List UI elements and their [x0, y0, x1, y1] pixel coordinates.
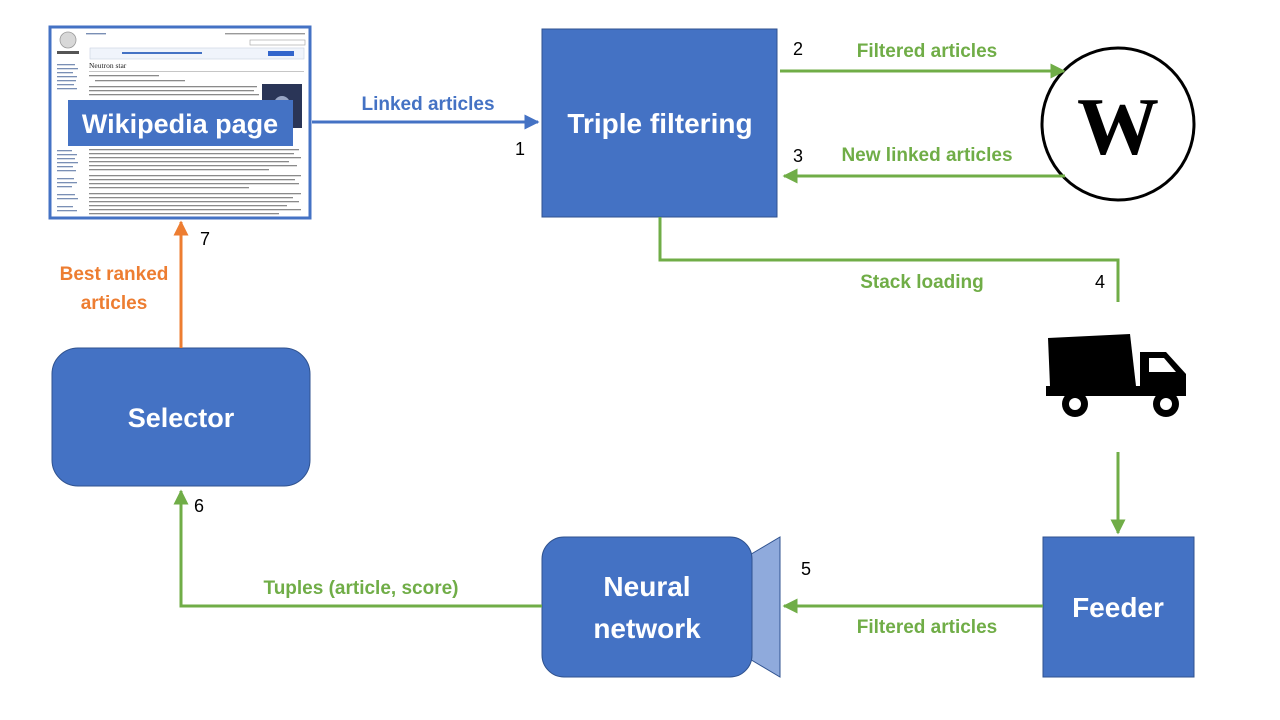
wikipedia-logo-icon: W: [1040, 46, 1196, 202]
triple-filtering-node: Triple filtering: [541, 28, 778, 218]
step-number-5: 5: [801, 559, 811, 579]
neural-network-label-line2: network: [593, 613, 701, 644]
linked-articles-label: Linked articles: [361, 94, 494, 115]
step-number-1: 1: [515, 139, 525, 159]
best-ranked-label-line1: Best ranked: [60, 264, 169, 285]
selector-label: Selector: [128, 403, 235, 433]
wikipedia-thumbnail-sidebar: [57, 31, 79, 212]
tuples-label: Tuples (article, score): [264, 578, 459, 599]
dump-truck-icon: [1046, 334, 1186, 417]
neural-network-label-line1: Neural: [603, 571, 690, 602]
wikipedia-logo-letter: W: [1077, 81, 1159, 172]
step-number-6: 6: [194, 496, 204, 516]
wikipedia-page-label: Wikipedia page: [82, 109, 278, 139]
arrow-stack-loading: [658, 217, 1120, 302]
stack-loading-label: Stack loading: [860, 272, 984, 293]
best-ranked-label-line2: articles: [81, 293, 148, 314]
step-number-3: 3: [793, 146, 803, 166]
step-number-7: 7: [200, 229, 210, 249]
neural-network-node: Neural network: [541, 536, 781, 678]
selector-node: Selector: [51, 347, 311, 487]
new-linked-articles-label: New linked articles: [841, 145, 1012, 166]
filtered-articles-top-label: Filtered articles: [857, 41, 997, 62]
wikipedia-page-node: Neutron star Wikipedia page: [48, 25, 312, 220]
feeder-node: Feeder: [1042, 536, 1195, 678]
arrow-tuples: [173, 489, 542, 608]
feeder-label: Feeder: [1072, 592, 1164, 623]
step-number-2: 2: [793, 39, 803, 59]
triple-filtering-label: Triple filtering: [567, 108, 752, 139]
filtered-articles-bottom-label: Filtered articles: [857, 617, 997, 638]
wikipedia-thumbnail-title: Neutron star: [89, 61, 127, 70]
step-number-4: 4: [1095, 272, 1105, 292]
